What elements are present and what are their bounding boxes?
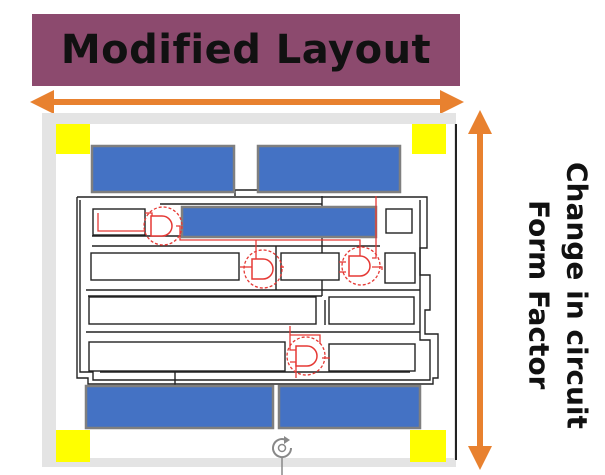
cell-d: [384, 252, 416, 284]
macro-block-middle: [180, 205, 378, 239]
macro-block-bottom-left: [84, 384, 275, 430]
title-text: Modified Layout: [60, 27, 432, 73]
macro-block-bottom-right: [277, 384, 422, 430]
routing-lines: [76, 189, 439, 386]
macro-block-top-left: [90, 144, 236, 194]
cell-c: [280, 252, 340, 281]
side-label: Change in circuit Form Factor: [510, 140, 605, 450]
and-gate-icon: [341, 246, 381, 286]
macro-blocks: [84, 144, 422, 430]
and-gate-icon: [243, 249, 283, 289]
corner-pad-top-left: [56, 124, 90, 154]
and-gate-icon: [286, 336, 326, 376]
corner-pad-bottom-right: [410, 430, 446, 462]
and-gate-icon: [143, 206, 183, 246]
macro-block-top-right: [256, 144, 402, 194]
cell-b: [90, 252, 240, 281]
title-banner: Modified Layout: [32, 14, 460, 86]
side-label-line-2: Form Factor: [522, 200, 556, 390]
rotate-icon[interactable]: [272, 436, 293, 475]
cell-h: [88, 341, 286, 372]
corner-pad-top-right: [412, 124, 446, 154]
cell-f: [88, 296, 317, 325]
side-label-line-1: Change in circuit: [560, 161, 594, 429]
corner-pad-bottom-left: [56, 430, 90, 462]
cell-e: [385, 208, 413, 234]
cell-g: [328, 296, 415, 325]
cell-i: [328, 343, 416, 372]
